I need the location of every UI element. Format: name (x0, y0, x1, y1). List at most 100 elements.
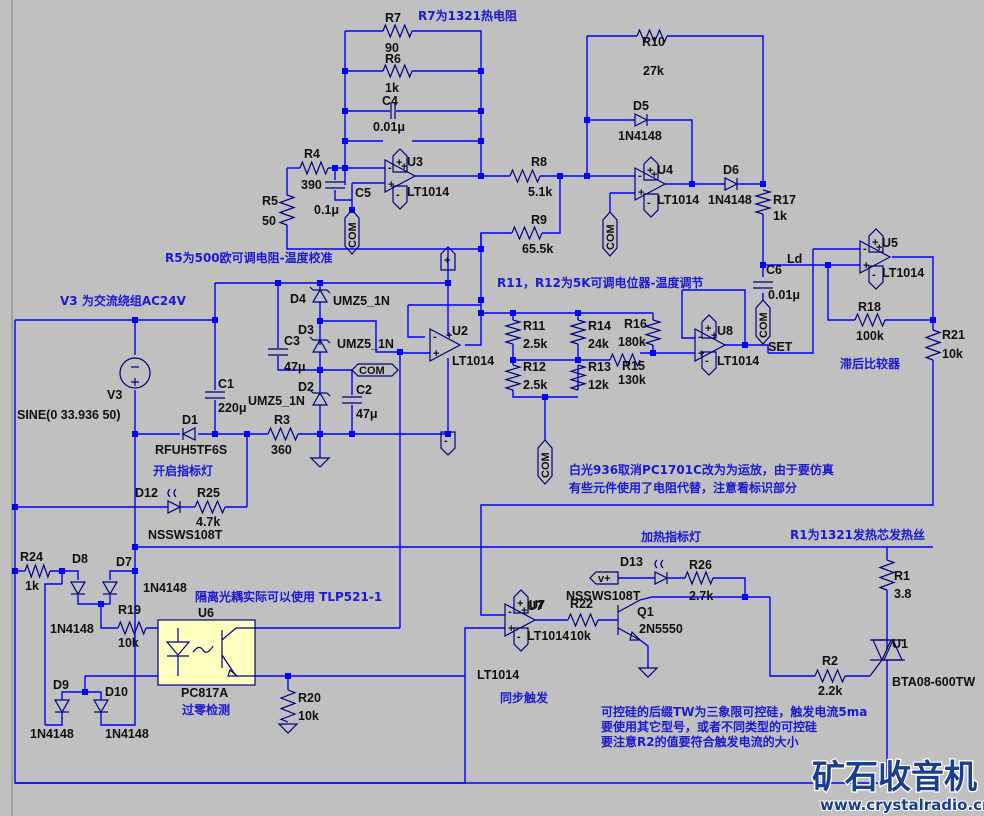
resistor-r17[interactable] (753, 189, 773, 215)
voltage-source-v3[interactable] (119, 357, 151, 389)
component-value-v3: SINE(0 33.936 50) (17, 408, 121, 422)
component-ref-c3: C3 (284, 334, 300, 348)
resistor-r6[interactable] (382, 63, 413, 79)
resistor-r12[interactable] (503, 364, 523, 391)
resistor-r22[interactable] (567, 612, 599, 628)
note-r1: R1为1321发热芯发热丝 (790, 527, 925, 542)
junction-dot (317, 318, 323, 324)
diode-d5[interactable] (634, 113, 649, 127)
opamp-ref: U8 (717, 324, 733, 338)
zener-d4[interactable] (309, 286, 331, 303)
resistor-r4[interactable] (299, 160, 329, 176)
resistor-r20[interactable] (279, 689, 297, 723)
opamp-vplus-pin: + (876, 242, 882, 254)
junction-dot (478, 108, 484, 114)
resistor-r21[interactable] (924, 329, 942, 361)
capacitor-c1[interactable] (205, 391, 225, 399)
opamp-minus-pin: - (388, 162, 392, 174)
resistor-r11[interactable] (503, 319, 523, 345)
triac-u1[interactable] (869, 638, 905, 677)
component-value-d3: UMZ5_1N (337, 337, 394, 351)
diode-d6[interactable] (724, 177, 739, 191)
opamp-vplus-pin: + (651, 169, 657, 181)
resistor-r25[interactable] (194, 499, 226, 515)
resistor-r1[interactable] (878, 559, 896, 591)
capacitor-c3[interactable] (268, 348, 288, 356)
resistor-r15[interactable] (609, 352, 641, 368)
resistor-r24[interactable] (24, 563, 51, 579)
resistor-r26[interactable] (684, 570, 714, 586)
supply-minus-u7: - (513, 627, 529, 652)
resistor-r10[interactable] (636, 28, 668, 44)
resistor-r13[interactable] (568, 364, 588, 391)
supply-plus-u2: + (440, 246, 456, 271)
resistor-r8[interactable] (509, 168, 541, 184)
opamp-u3[interactable]: -++ (384, 159, 417, 193)
diode-d8[interactable] (69, 581, 87, 596)
component-value-d4: UMZ5_1N (333, 294, 390, 308)
junction-dot (510, 310, 516, 316)
resistor-r3[interactable] (267, 426, 299, 442)
junction-dot (478, 138, 484, 144)
resistor-r2[interactable] (814, 668, 846, 684)
resistor-r16[interactable] (643, 319, 663, 346)
resistor-r7[interactable] (382, 23, 413, 39)
junction-dot (317, 367, 323, 373)
opamp-plus-pin: + (863, 260, 869, 272)
zener-d3[interactable] (309, 336, 331, 353)
capacitor-c5[interactable] (325, 181, 345, 189)
optocoupler-u6[interactable] (157, 619, 256, 686)
note-r7: R7为1321热电阻 (418, 8, 517, 23)
junction-dot (212, 431, 218, 437)
capacitor-c6[interactable] (753, 281, 773, 289)
component-value-d12: NSSWS108T (148, 528, 223, 542)
component-value-r21: 10k (942, 347, 963, 361)
component-value-r6: 1k (385, 81, 399, 95)
resistor-r9[interactable] (511, 225, 543, 241)
resistor-r19[interactable] (117, 620, 147, 636)
led-d13[interactable] (654, 559, 669, 585)
component-ref-u6: U6 (198, 606, 214, 620)
opamp-model: LT1014 (527, 629, 569, 643)
component-value-c3: 47μ (284, 360, 306, 374)
capacitor-c4[interactable] (390, 103, 396, 119)
opamp-u4[interactable]: -++ (634, 167, 667, 201)
component-value-d5: 1N4148 (618, 129, 662, 143)
note-triac-2: 要使用其它型号，或者不同类型的可控硅 (601, 719, 817, 734)
junction-dot (584, 117, 590, 123)
component-value-r10: 27k (643, 64, 664, 78)
diode-d7[interactable] (101, 581, 119, 596)
diode-d10[interactable] (92, 699, 110, 714)
resistor-r5[interactable] (278, 194, 296, 226)
supply-sign: - (705, 355, 709, 367)
led-d12[interactable] (167, 488, 182, 514)
annotations: R7为1321热电阻 R5为500欧可调电阻-温度校准 V3 为交流绕组AC24… (60, 8, 925, 749)
opamp-minus-pin: - (698, 331, 702, 343)
junction-dot (98, 601, 104, 607)
opamp-plus-pin: + (433, 348, 439, 360)
opamp-u8[interactable]: -++ (694, 328, 727, 362)
junction-dot (397, 349, 403, 355)
resistor-r14[interactable] (568, 319, 588, 345)
junction-dot (82, 689, 88, 695)
diode-d9[interactable] (53, 699, 71, 714)
opamp-u2[interactable]: -++ (429, 328, 462, 362)
component-value-d2: UMZ5_1N (248, 394, 305, 408)
component-value-r25: 4.7k (196, 515, 220, 529)
net-label-set: SET (768, 340, 793, 354)
component-ref-r7: R7 (385, 11, 401, 25)
component-ref-c6: C6 (766, 263, 782, 277)
component-symbols: -+++-COM-+++-COMCOM-+++--+++-COM-+++--++… (24, 23, 942, 734)
junction-dot (584, 173, 590, 179)
diode-d1[interactable] (181, 427, 196, 441)
component-ref-r25: R25 (197, 486, 220, 500)
component-ref-r21: R21 (942, 328, 965, 342)
transistor-q1[interactable] (617, 599, 642, 641)
supply-sign: - (872, 269, 876, 281)
resistor-r18[interactable] (854, 312, 886, 328)
opamp-u5[interactable]: -++ (859, 240, 892, 274)
zener-d2[interactable] (309, 389, 331, 406)
component-value-u7: LT1014 (477, 668, 519, 682)
capacitor-c2[interactable] (342, 396, 362, 404)
